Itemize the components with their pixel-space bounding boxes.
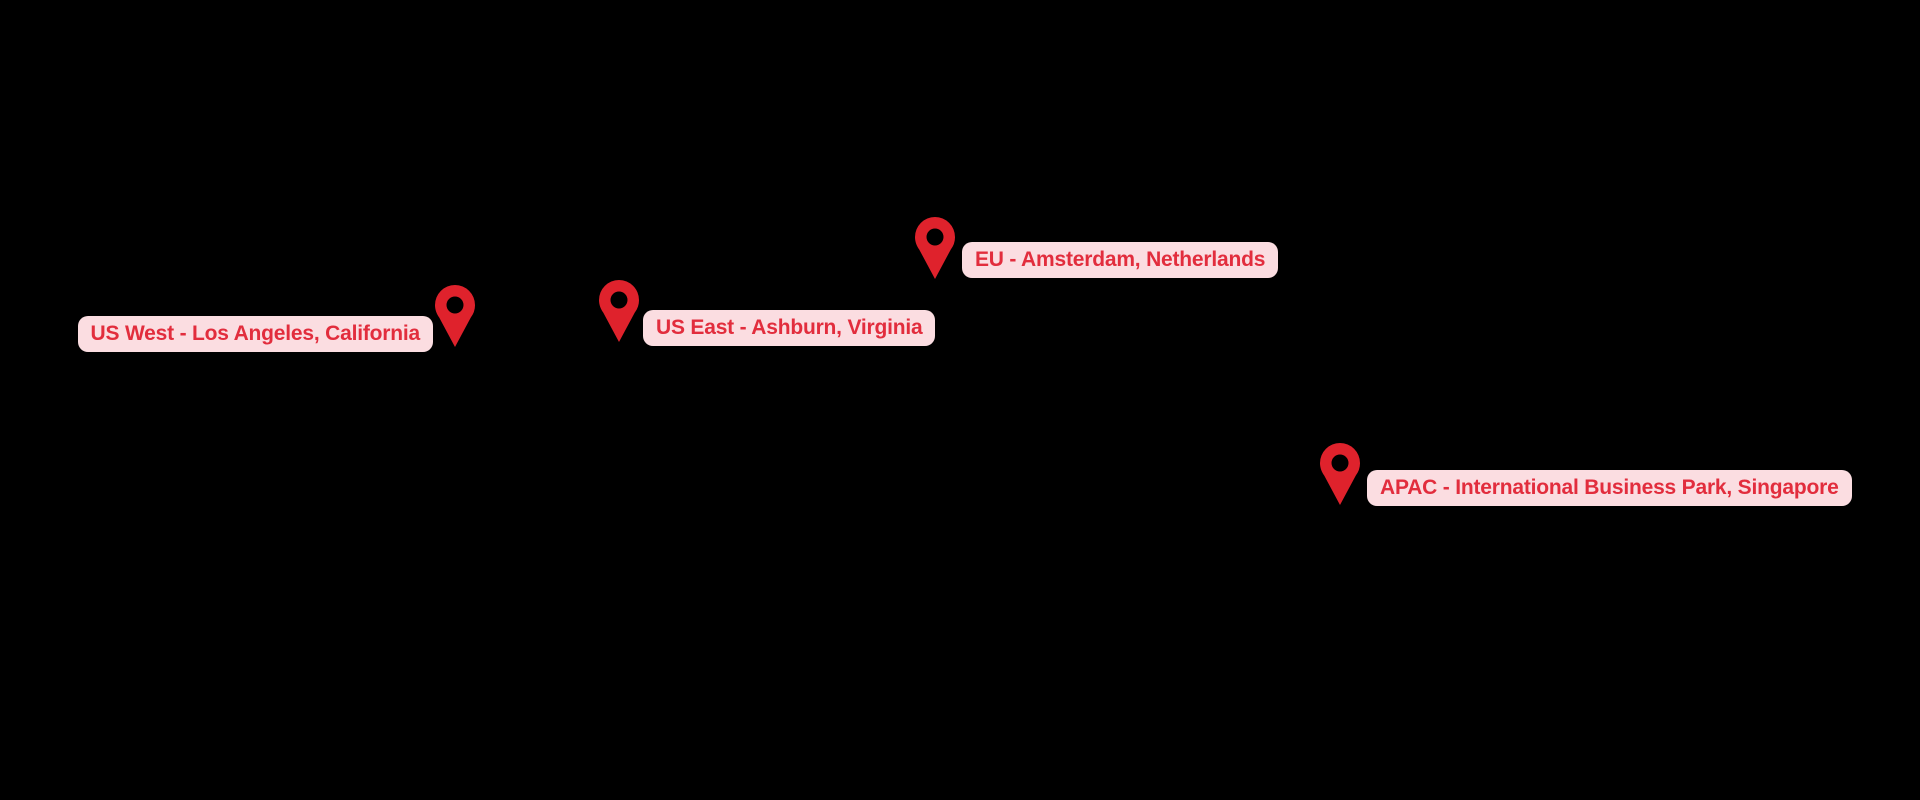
pin-shape xyxy=(435,285,475,347)
location-label-apac: APAC - International Business Park, Sing… xyxy=(1367,470,1852,506)
pin-shape xyxy=(599,280,639,342)
pin-shape xyxy=(1320,443,1360,505)
map-pin-icon[interactable] xyxy=(915,217,955,279)
map-pin-icon[interactable] xyxy=(1320,443,1360,505)
location-label-us-west: US West - Los Angeles, California xyxy=(77,316,433,352)
map-pin-icon[interactable] xyxy=(435,285,475,347)
map-pin-icon[interactable] xyxy=(599,280,639,342)
pin-shape xyxy=(915,217,955,279)
location-label-eu: EU - Amsterdam, Netherlands xyxy=(962,242,1279,278)
location-label-us-east: US East - Ashburn, Virginia xyxy=(643,310,936,346)
